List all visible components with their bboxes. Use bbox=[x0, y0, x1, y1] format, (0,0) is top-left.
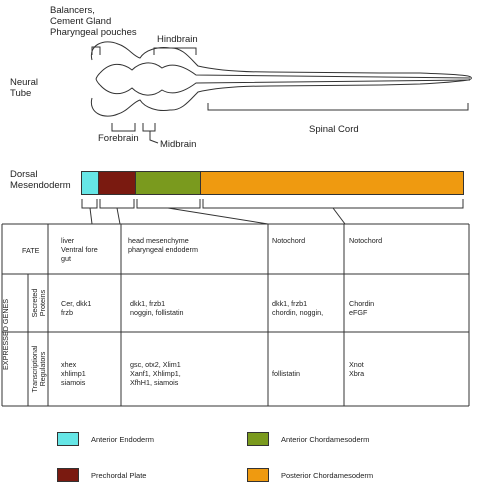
midbrain-label: Midbrain bbox=[160, 139, 197, 150]
bar-bracket-3 bbox=[136, 199, 201, 209]
legend-swatch-posterior-chordamesoderm bbox=[247, 468, 269, 482]
bar-bracket-4 bbox=[202, 199, 464, 209]
neural-tube-outline-top bbox=[90, 41, 469, 77]
fate-header: FATE bbox=[22, 246, 40, 255]
neural-lumen-bottom bbox=[99, 79, 471, 96]
bar-segment-anterior-chordamesoderm bbox=[136, 172, 201, 194]
dorsal-mesendoderm-label: Dorsal Mesendoderm bbox=[10, 169, 71, 191]
spinal-cord-bracket bbox=[207, 103, 469, 111]
secreted-proteins-label: Secreted Proteins bbox=[30, 288, 47, 318]
fate-cell-4: Notochord bbox=[349, 236, 383, 245]
bar-segment-prechordal-plate bbox=[99, 172, 136, 194]
mesendoderm-bar bbox=[81, 171, 464, 195]
fate-cell-3: Notochord bbox=[272, 236, 306, 245]
legend-swatch-anterior-endoderm bbox=[57, 432, 79, 446]
bar-bracket-2 bbox=[99, 199, 135, 209]
neural-lumen-top bbox=[99, 62, 471, 79]
forebrain-bracket bbox=[111, 123, 136, 132]
neural-tube-label: Neural Tube bbox=[10, 77, 38, 99]
transcriptional-regulators-label: Transcriptional Regulators bbox=[30, 345, 47, 393]
midbrain-bracket bbox=[142, 123, 156, 132]
neural-tube-outline-bottom bbox=[90, 79, 469, 117]
bar-segment-posterior-chordamesoderm bbox=[201, 172, 463, 194]
transcriptional-cell-3: follistatin bbox=[272, 369, 300, 378]
legend-label-anterior-endoderm: Anterior Endoderm bbox=[91, 435, 154, 444]
spinal-cord-label: Spinal Cord bbox=[309, 124, 359, 135]
expressed-genes-label: EXPRESSED GENES bbox=[1, 298, 10, 370]
hindbrain-bracket bbox=[153, 47, 197, 55]
legend-label-anterior-chordamesoderm: Anterior Chordamesoderm bbox=[281, 435, 370, 444]
bar-bracket-1 bbox=[81, 199, 98, 209]
balancers-bracket bbox=[91, 46, 101, 55]
legend-swatch-anterior-chordamesoderm bbox=[247, 432, 269, 446]
hindbrain-label: Hindbrain bbox=[157, 34, 198, 45]
legend-label-prechordal-plate: Prechordal Plate bbox=[91, 471, 147, 480]
table-grid bbox=[1, 223, 470, 407]
balancers-label: Balancers, Cement Gland Pharyngeal pouch… bbox=[50, 5, 137, 38]
forebrain-label: Forebrain bbox=[98, 133, 139, 144]
bar-segment-anterior-endoderm bbox=[82, 172, 99, 194]
legend-swatch-prechordal-plate bbox=[57, 468, 79, 482]
legend-label-posterior-chordamesoderm: Posterior Chordamesoderm bbox=[281, 471, 374, 480]
